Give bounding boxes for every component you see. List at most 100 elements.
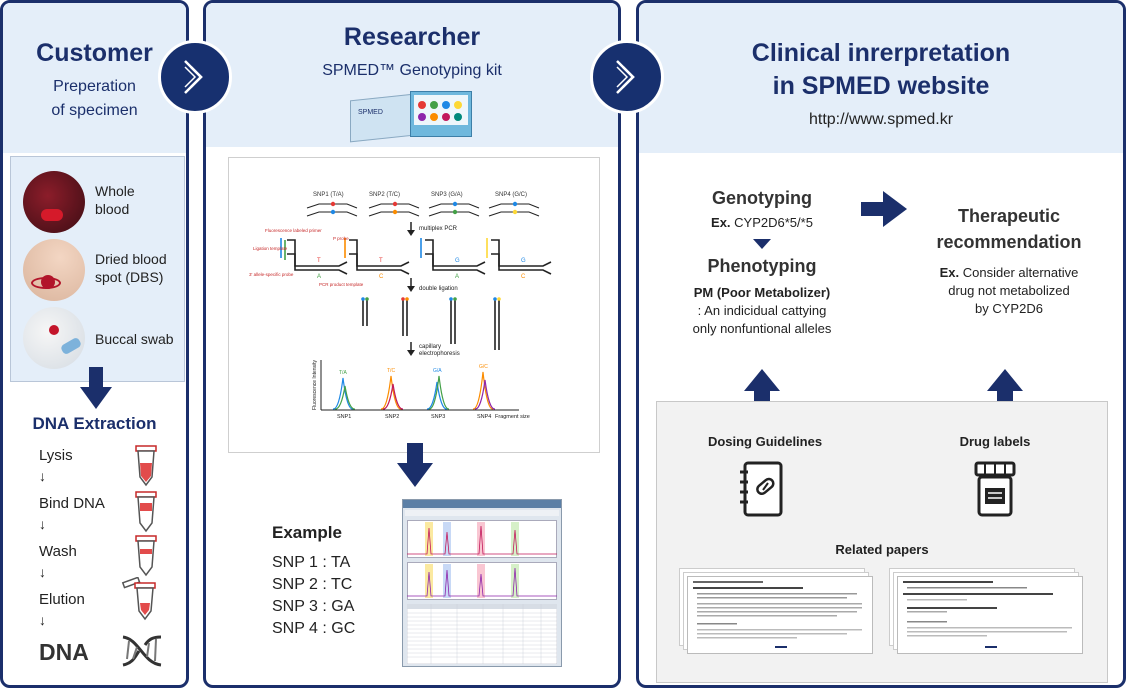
step-capillary-1: capillary <box>419 344 441 350</box>
annot-allele-probe: 3' allele-specific probe <box>249 272 294 277</box>
phenotyping-line1: PM (Poor Metabolizer) <box>693 285 831 300</box>
dbs-image <box>23 239 85 301</box>
pill-bottle-icon <box>974 461 1016 517</box>
example-snp-3: SNP 3 : GA <box>272 598 355 615</box>
customer-panel: Customer Preperation of specimen Whole b… <box>0 0 189 688</box>
evidence-box: Dosing Guidelines Drug labels Related pa… <box>656 401 1108 683</box>
drug-labels-label: Drug labels <box>959 434 1031 449</box>
phenotyping-title: Phenotyping <box>707 256 817 276</box>
svg-text:G: G <box>455 258 460 264</box>
step-arrow-1: ↓ <box>39 468 46 484</box>
genotype-to-phenotype-arrow-icon <box>753 239 771 249</box>
snp-label-2: SNP2 (T/C) <box>369 192 400 198</box>
peak-label-4: G/C <box>479 364 488 370</box>
researcher-down-arrow-icon <box>397 443 433 487</box>
whole-blood-label-2: blood <box>95 201 130 217</box>
kit-name: SPMED™ Genotyping kit <box>322 62 502 79</box>
trace-panel-2 <box>407 564 557 598</box>
svg-text:T: T <box>317 258 321 264</box>
tube-lysis-icon <box>135 445 157 487</box>
svg-text:C: C <box>379 274 384 280</box>
therapeutic-example-3: by CYP2D6 <box>975 301 1043 316</box>
annot-p-probe: P probe <box>333 236 349 241</box>
genotyping-title: Genotyping <box>712 188 812 208</box>
annot-fluor-primer: Fluorescence labeled primer <box>265 228 322 233</box>
step-arrow-4: ↓ <box>39 612 46 628</box>
genotyping-ex-value: CYP2D6*5/*5 <box>734 215 813 230</box>
trace-panel-1 <box>407 522 557 556</box>
customer-title: Customer <box>36 39 153 67</box>
svg-text:A: A <box>317 274 321 280</box>
therapeutic-title-1: Therapeutic <box>957 206 1061 226</box>
tube-bind-icon <box>135 491 157 533</box>
snp-label-3: SNP3 (G/A) <box>431 192 463 198</box>
right-arrow-icon <box>861 191 907 227</box>
step-arrow-2: ↓ <box>39 516 46 532</box>
phenotyping-line3: only nonfuntional alleles <box>692 321 832 336</box>
buccal-swab-image <box>23 307 85 369</box>
genotyping-example: Ex. CYP2D6*5/*5 <box>679 215 845 230</box>
step-elution: Elution <box>39 591 85 608</box>
step-double-ligation: double ligation <box>419 286 458 292</box>
snp-label-4: SNP4 (G/C) <box>495 192 527 198</box>
dbs-label-1: Dried blood <box>95 251 167 267</box>
related-papers-label: Related papers <box>835 542 929 557</box>
svg-text:C: C <box>521 274 526 280</box>
annot-ligation-template: Ligation template <box>253 246 288 251</box>
genotyping-method-diagram: SNP1 (T/A) SNP2 (T/C) SNP3 (G/A) SNP4 (G… <box>228 157 600 453</box>
clinical-header <box>639 3 1123 153</box>
step-arrow-3: ↓ <box>39 564 46 580</box>
therapeutic-ex-prefix: Ex. <box>939 265 960 280</box>
x-tick-2: SNP2 <box>385 414 399 420</box>
dna-result: DNA <box>39 639 89 665</box>
snp-label-1: SNP1 (T/A) <box>313 192 344 198</box>
paper-stack-left <box>679 568 879 658</box>
clinical-title-1: Clinical inrerpretation <box>751 39 1011 67</box>
y-axis-label: Fluorescence Intensity <box>312 359 318 410</box>
x-tick-3: SNP3 <box>431 414 445 420</box>
step-lysis: Lysis <box>39 447 73 464</box>
researcher-title: Researcher <box>343 23 481 51</box>
example-snp-1: SNP 1 : TA <box>272 554 351 571</box>
example-snp-2: SNP 2 : TC <box>272 576 353 593</box>
clinical-title-2: in SPMED website <box>772 72 990 100</box>
kit-box-image: SPMED <box>350 89 474 143</box>
dna-helix-icon <box>122 635 162 667</box>
whole-blood-label-1: Whole <box>95 183 135 199</box>
dbs-label-2: spot (DBS) <box>95 269 164 285</box>
annot-pcr-template: PCR product template <box>319 282 364 287</box>
analysis-software-screenshot <box>402 499 562 667</box>
next-step-circle-2 <box>590 40 664 114</box>
svg-text:A: A <box>455 274 459 280</box>
therapeutic-ex-line: Consider alternative <box>962 265 1079 280</box>
step-bind-dna: Bind DNA <box>39 495 105 512</box>
x-axis-label: Fragment size <box>495 414 530 420</box>
genotyping-ex-prefix: Ex. <box>711 215 731 230</box>
tube-elution-icon <box>121 577 156 621</box>
paper-stack-right <box>889 568 1089 658</box>
next-step-circle-1 <box>158 40 232 114</box>
step-capillary-2: electrophoresis <box>419 351 460 357</box>
chevron-right-icon <box>184 60 203 94</box>
whole-blood-image <box>23 171 85 233</box>
method-svg: SNP1 (T/A) SNP2 (T/C) SNP3 (G/A) SNP4 (G… <box>249 192 552 420</box>
researcher-panel: Researcher SPMED™ Genotyping kit SPMED S… <box>203 0 621 688</box>
results-table <box>407 604 557 664</box>
spmed-url[interactable]: http://www.spmed.kr <box>808 111 954 128</box>
down-arrow-icon <box>80 367 112 409</box>
therapeutic-title-2: recommendation <box>936 232 1082 252</box>
x-tick-4: SNP4 <box>477 414 491 420</box>
buccal-swab-label: Buccal swab <box>95 331 174 347</box>
step-wash: Wash <box>39 543 77 560</box>
therapeutic-example-1: Ex. Consider alternative <box>909 265 1109 280</box>
chevron-right-icon <box>616 60 635 94</box>
step-multiplex-pcr: multiplex PCR <box>419 226 458 232</box>
peak-label-2: T/C <box>387 368 395 374</box>
customer-subtitle-2: of specimen <box>51 102 138 119</box>
svg-text:G: G <box>521 258 526 264</box>
phenotyping-line2: : An indicidual cattying <box>697 303 827 318</box>
dosing-guidelines-label: Dosing Guidelines <box>707 434 823 449</box>
example-title: Example <box>272 523 342 542</box>
peak-label-1: T/A <box>339 370 347 376</box>
customer-header <box>3 3 186 153</box>
